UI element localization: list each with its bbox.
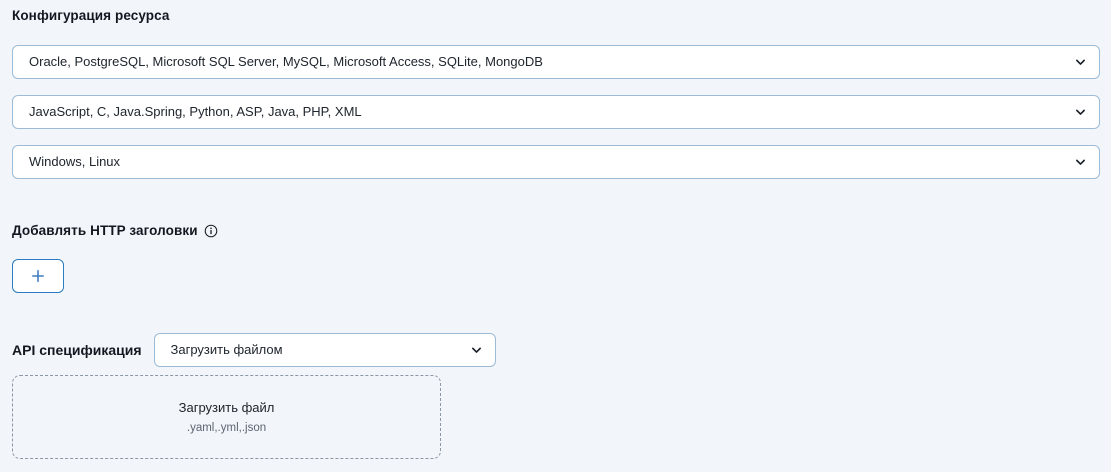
- chevron-down-icon: [1074, 106, 1087, 119]
- select-api-specification-mode-value: Загрузить файлом: [170, 342, 283, 357]
- select-languages[interactable]: JavaScript, C, Java.Spring, Python, ASP,…: [12, 95, 1100, 129]
- select-operating-systems-value: Windows, Linux: [29, 154, 121, 169]
- select-databases[interactable]: Oracle, PostgreSQL, Microsoft SQL Server…: [12, 45, 1100, 79]
- select-api-specification-mode[interactable]: Загрузить файлом: [153, 333, 496, 367]
- file-upload-title: Загрузить файл: [178, 399, 275, 415]
- add-http-header-button[interactable]: [12, 259, 64, 293]
- page-title: Конфигурация ресурса: [12, 8, 170, 23]
- plus-icon: [30, 268, 46, 284]
- file-upload-dropzone[interactable]: Загрузить файл .yaml,.yml,.json: [12, 375, 441, 459]
- http-headers-section-title: Добавлять HTTP заголовки: [12, 223, 218, 239]
- chevron-down-icon: [1074, 156, 1087, 169]
- http-headers-label: Добавлять HTTP заголовки: [12, 223, 198, 238]
- select-operating-systems[interactable]: Windows, Linux: [12, 145, 1100, 179]
- select-languages-value: JavaScript, C, Java.Spring, Python, ASP,…: [29, 104, 362, 119]
- api-specification-row: API спецификация Загрузить файлом: [12, 333, 496, 367]
- select-databases-value: Oracle, PostgreSQL, Microsoft SQL Server…: [29, 54, 543, 69]
- api-specification-label: API спецификация: [12, 342, 142, 358]
- info-icon[interactable]: [204, 224, 218, 238]
- file-upload-accepted-formats: .yaml,.yml,.json: [186, 421, 267, 434]
- chevron-down-icon: [470, 344, 483, 357]
- chevron-down-icon: [1074, 56, 1087, 69]
